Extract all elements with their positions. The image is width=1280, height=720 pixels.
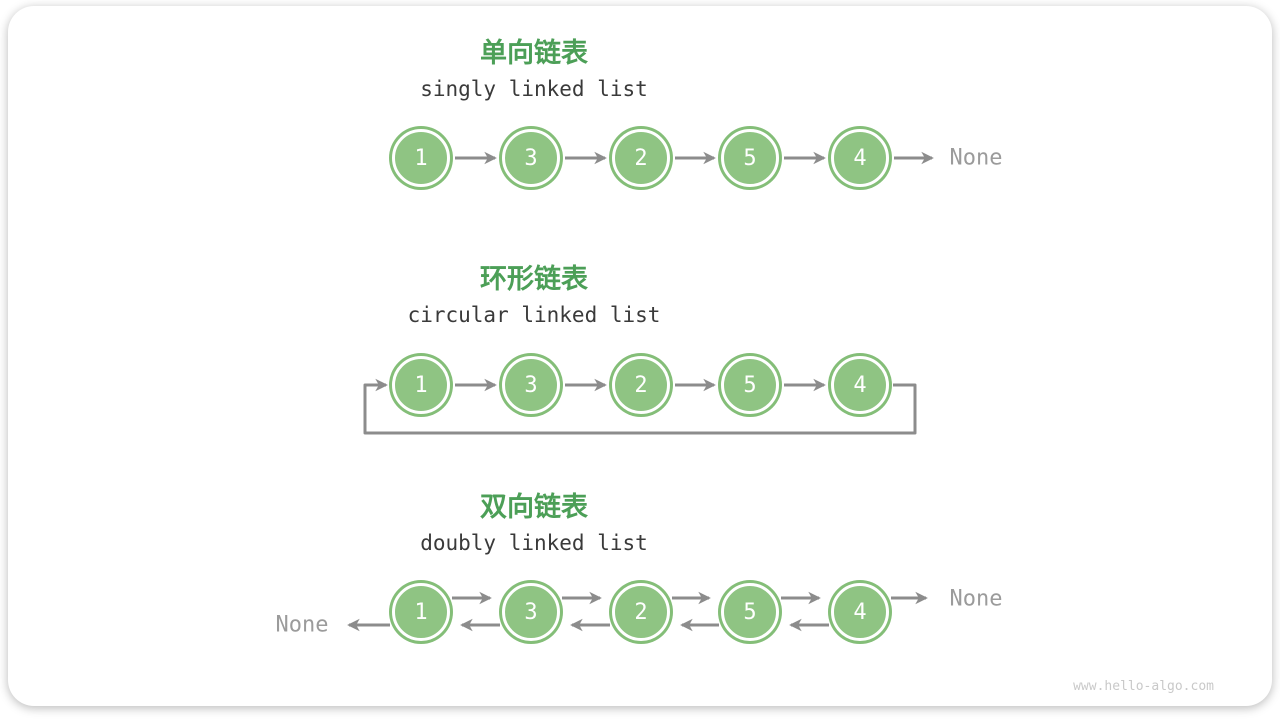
node: 3 bbox=[502, 583, 560, 641]
node: 4 bbox=[831, 356, 889, 414]
section-doubly-header: 双向链表 doubly linked list bbox=[334, 492, 734, 555]
node-value: 3 bbox=[524, 599, 538, 625]
node: 3 bbox=[502, 129, 560, 187]
node-value: 5 bbox=[743, 599, 757, 625]
section-title: 双向链表 bbox=[480, 492, 588, 522]
doubly-arrows bbox=[347, 591, 928, 632]
node: 1 bbox=[392, 583, 450, 641]
none-label: None bbox=[275, 612, 329, 638]
node-value: 2 bbox=[634, 599, 648, 625]
node-value: 4 bbox=[853, 372, 867, 398]
node-value: 3 bbox=[524, 372, 538, 398]
node-value: 5 bbox=[743, 372, 757, 398]
watermark: www.hello-algo.com bbox=[1073, 679, 1214, 694]
node-value: 1 bbox=[414, 372, 428, 398]
node: 5 bbox=[721, 356, 779, 414]
node-value: 2 bbox=[634, 372, 648, 398]
node: 4 bbox=[831, 583, 889, 641]
node: 1 bbox=[392, 129, 450, 187]
node: 2 bbox=[612, 583, 670, 641]
node: 1 bbox=[392, 356, 450, 414]
none-label: None bbox=[949, 586, 1003, 612]
section-subtitle: singly linked list bbox=[420, 77, 648, 101]
node: 4 bbox=[831, 129, 889, 187]
node-value: 2 bbox=[634, 145, 648, 171]
node: 5 bbox=[721, 583, 779, 641]
none-label: None bbox=[949, 145, 1003, 171]
section-title: 环形链表 bbox=[480, 264, 588, 294]
node-value: 4 bbox=[853, 599, 867, 625]
node: 2 bbox=[612, 129, 670, 187]
node: 3 bbox=[502, 356, 560, 414]
node: 2 bbox=[612, 356, 670, 414]
section-singly-header: 单向链表 singly linked list bbox=[334, 38, 734, 101]
circular-arrows bbox=[363, 378, 917, 435]
section-title: 单向链表 bbox=[480, 38, 588, 68]
node: 5 bbox=[721, 129, 779, 187]
node-value: 1 bbox=[414, 599, 428, 625]
section-circular-header: 环形链表 circular linked list bbox=[334, 264, 734, 327]
section-subtitle: doubly linked list bbox=[420, 531, 648, 555]
loop-back-arrow bbox=[363, 378, 917, 435]
node-value: 3 bbox=[524, 145, 538, 171]
section-subtitle: circular linked list bbox=[407, 303, 661, 327]
node-value: 4 bbox=[853, 145, 867, 171]
node-value: 5 bbox=[743, 145, 757, 171]
node-value: 1 bbox=[414, 145, 428, 171]
